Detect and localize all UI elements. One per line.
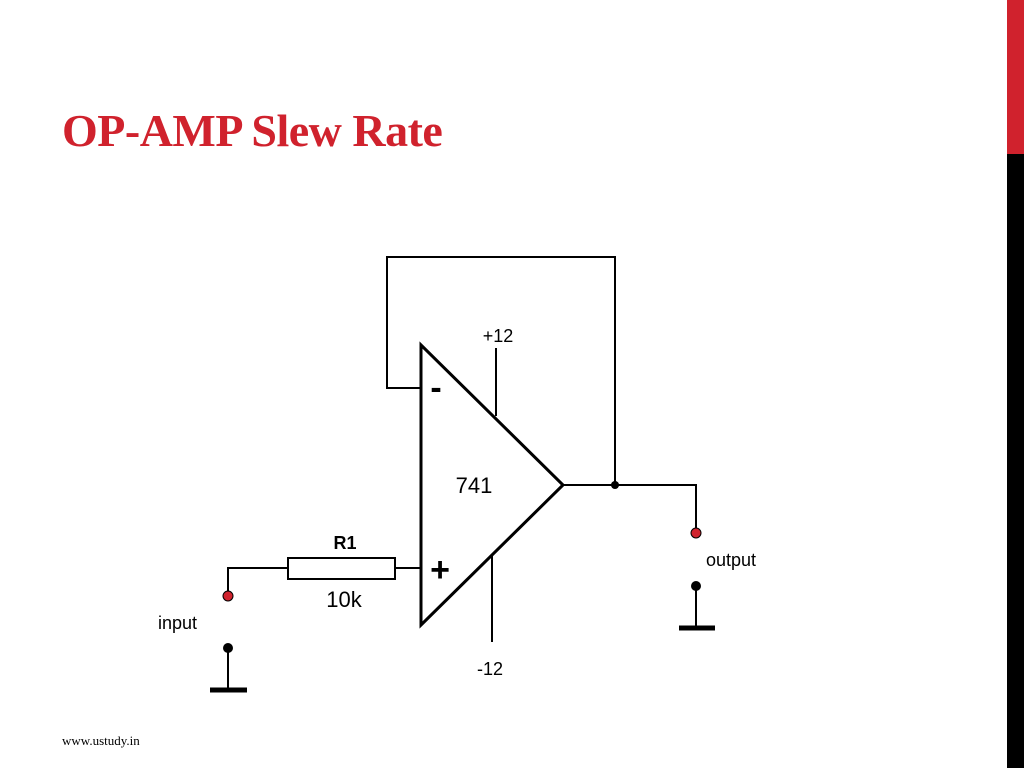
junction-dot xyxy=(611,481,619,489)
output-terminal xyxy=(690,527,702,539)
positive-supply-label: +12 xyxy=(483,326,514,346)
circuit-diagram: - + 741 +12 -12 output R1 10k input xyxy=(158,256,756,693)
resistor-value-label: 10k xyxy=(326,587,362,612)
negative-supply-label: -12 xyxy=(477,659,503,679)
resistor-name-label: R1 xyxy=(333,533,356,553)
noninverting-input-symbol: + xyxy=(430,551,450,589)
resistor-r1 xyxy=(287,557,396,580)
input-label: input xyxy=(158,613,197,633)
output-wire xyxy=(563,484,697,533)
opamp-label: 741 xyxy=(456,473,493,498)
input-wire xyxy=(227,567,288,596)
slide-title: OP-AMP Slew Rate xyxy=(62,105,443,156)
side-accent-bar-red xyxy=(1007,0,1024,154)
feedback-wire xyxy=(386,256,616,485)
side-accent-bar-black xyxy=(1007,154,1024,768)
inverting-input-symbol: - xyxy=(430,369,441,407)
output-label: output xyxy=(706,550,756,570)
opamp-triangle xyxy=(419,341,566,629)
footer-url: www.ustudy.in xyxy=(62,733,140,748)
input-terminal xyxy=(222,590,234,602)
